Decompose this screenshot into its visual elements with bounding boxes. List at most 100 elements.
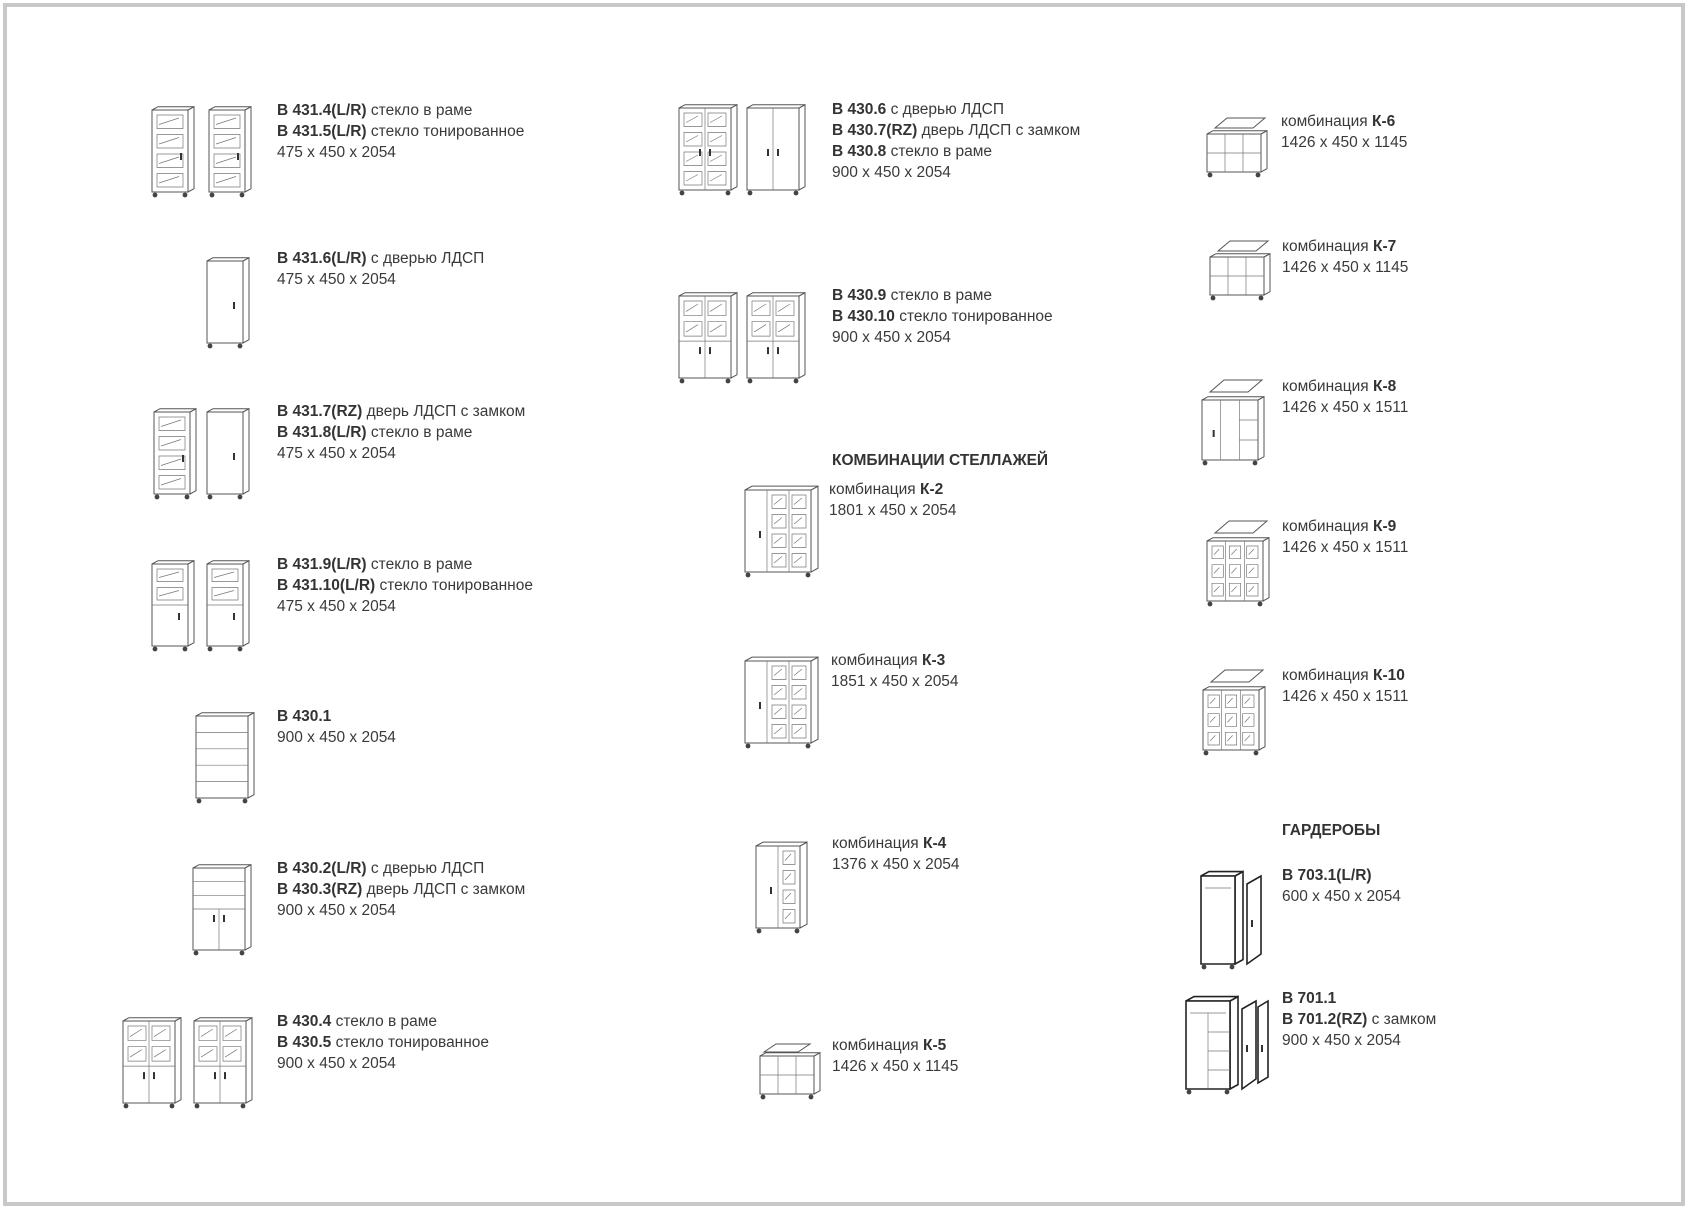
product-description: комбинация К-7 1426 x 450 x 1145 xyxy=(1282,236,1408,278)
product-dimensions: 1426 x 450 x 1511 xyxy=(1282,688,1409,705)
model-code: В 431.6(L/R) xyxy=(277,250,367,267)
product-model-line: комбинация К-5 xyxy=(832,1035,958,1056)
product-model-line: В 430.3(RZ) дверь ЛДСП с замком xyxy=(277,879,525,900)
product-model-line: комбинация К-2 xyxy=(829,479,957,500)
wide-cabinet-drawing xyxy=(743,284,807,384)
mid-combination-drawing xyxy=(1203,513,1277,607)
product-dimensions: 600 x 450 x 2054 xyxy=(1282,888,1401,905)
combination-drawing xyxy=(741,478,827,578)
low-combination-drawing xyxy=(756,1030,826,1100)
model-code: В 431.5(L/R) xyxy=(277,123,367,140)
model-code: К-4 xyxy=(923,835,947,852)
model-code: В 430.2(L/R) xyxy=(277,860,367,877)
narrow-cabinet-drawing xyxy=(148,400,200,500)
model-description: дверь ЛДСП с замком xyxy=(362,403,526,420)
model-code: В 430.3(RZ) xyxy=(277,881,363,898)
product-model-line: В 701.1 xyxy=(1282,988,1436,1009)
model-description: стекло тонированное xyxy=(375,577,533,594)
product-model-line: В 431.6(L/R) с дверью ЛДСП xyxy=(277,248,484,269)
product-model-line: В 431.4(L/R) стекло в раме xyxy=(277,100,524,121)
combination-prefix: комбинация xyxy=(1281,113,1373,130)
product-description: комбинация К-8 1426 x 450 x 1511 xyxy=(1282,376,1408,418)
model-code: В 430.10 xyxy=(832,308,895,325)
wardrobe-drawing xyxy=(1182,985,1264,1095)
combination-prefix: комбинация xyxy=(829,481,921,498)
combination-drawing xyxy=(741,649,827,749)
product-model-line: В 430.2(L/R) с дверью ЛДСП xyxy=(277,858,525,879)
wide-cabinet-drawing xyxy=(192,704,256,804)
model-code: В 701.2(RZ) xyxy=(1282,1011,1368,1028)
product-model-line: В 431.5(L/R) стекло тонированное xyxy=(277,121,524,142)
product-dimensions: 475 x 450 x 2054 xyxy=(277,271,396,288)
product-dimensions: 1426 x 450 x 1511 xyxy=(1282,399,1409,416)
model-code: К-7 xyxy=(1373,238,1397,255)
model-code: В 703.1(L/R) xyxy=(1282,867,1372,884)
wide-cabinet-drawing xyxy=(743,96,807,196)
product-model-line: В 431.9(L/R) стекло в раме xyxy=(277,554,533,575)
model-code: В 431.7(RZ) xyxy=(277,403,363,420)
model-description: с дверью ЛДСП xyxy=(366,250,485,267)
product-description: комбинация К-2 1801 x 450 x 2054 xyxy=(829,479,957,521)
combination-prefix: комбинация xyxy=(1282,238,1374,255)
model-code: К-5 xyxy=(923,1037,947,1054)
combination-prefix: комбинация xyxy=(1282,378,1374,395)
model-code: В 431.4(L/R) xyxy=(277,102,367,119)
combination-prefix: комбинация xyxy=(1282,667,1374,684)
combination-prefix: комбинация xyxy=(832,1037,924,1054)
model-code: К-6 xyxy=(1372,113,1396,130)
wide-cabinet-drawing xyxy=(675,96,739,196)
product-dimensions: 1801 x 450 x 2054 xyxy=(829,502,957,519)
product-dimensions: 900 x 450 x 2054 xyxy=(832,164,951,181)
model-code: К-8 xyxy=(1373,378,1397,395)
model-code: В 431.10(L/R) xyxy=(277,577,376,594)
low-combination-drawing xyxy=(1203,108,1273,178)
low-combination-drawing xyxy=(1206,231,1276,301)
combination-prefix: комбинация xyxy=(832,835,924,852)
model-code: В 430.9 xyxy=(832,287,887,304)
product-dimensions: 1426 x 450 x 1511 xyxy=(1282,539,1409,556)
product-model-line: В 431.8(L/R) стекло в раме xyxy=(277,422,525,443)
model-description: стекло в раме xyxy=(886,143,993,160)
product-model-line: В 701.2(RZ) с замком xyxy=(1282,1009,1436,1030)
model-code: В 430.8 xyxy=(832,143,887,160)
narrow-cabinet-drawing xyxy=(203,98,255,198)
model-description: стекло в раме xyxy=(366,556,473,573)
product-model-line: комбинация К-9 xyxy=(1282,516,1408,537)
model-code: К-2 xyxy=(920,481,944,498)
model-description: с замком xyxy=(1367,1011,1437,1028)
product-model-line: комбинация К-8 xyxy=(1282,376,1408,397)
product-dimensions: 475 x 450 x 2054 xyxy=(277,144,396,161)
product-model-line: комбинация К-6 xyxy=(1281,111,1407,132)
product-dimensions: 1426 x 450 x 1145 xyxy=(1281,134,1408,151)
model-description: с дверью ЛДСП xyxy=(366,860,485,877)
narrow-cabinet-drawing xyxy=(146,552,198,652)
product-dimensions: 475 x 450 x 2054 xyxy=(277,445,396,462)
wide-cabinet-drawing xyxy=(119,1009,183,1109)
product-model-line: В 431.7(RZ) дверь ЛДСП с замком xyxy=(277,401,525,422)
product-description: комбинация К-10 1426 x 450 x 1511 xyxy=(1282,665,1408,707)
model-code: В 430.1 xyxy=(277,708,332,725)
model-code: В 430.7(RZ) xyxy=(832,122,918,139)
narrow-cabinet-drawing xyxy=(201,552,253,652)
narrow-cabinet-drawing xyxy=(201,400,253,500)
model-code: К-10 xyxy=(1373,667,1405,684)
product-model-line: В 430.7(RZ) дверь ЛДСП с замком xyxy=(832,120,1080,141)
model-description: стекло в раме xyxy=(366,102,473,119)
model-description: с дверью ЛДСП xyxy=(886,101,1005,118)
product-model-line: комбинация К-4 xyxy=(832,833,960,854)
model-description: стекло тонированное xyxy=(894,308,1053,325)
combination-prefix: комбинация xyxy=(1282,518,1374,535)
product-dimensions: 1426 x 450 x 1145 xyxy=(1282,259,1409,276)
model-code: В 431.9(L/R) xyxy=(277,556,367,573)
product-dimensions: 900 x 450 x 2054 xyxy=(277,902,396,919)
product-dimensions: 1851 x 450 x 2054 xyxy=(831,673,959,690)
product-model-line: В 430.8 стекло в раме xyxy=(832,141,1080,162)
product-dimensions: 900 x 450 x 2054 xyxy=(832,329,951,346)
